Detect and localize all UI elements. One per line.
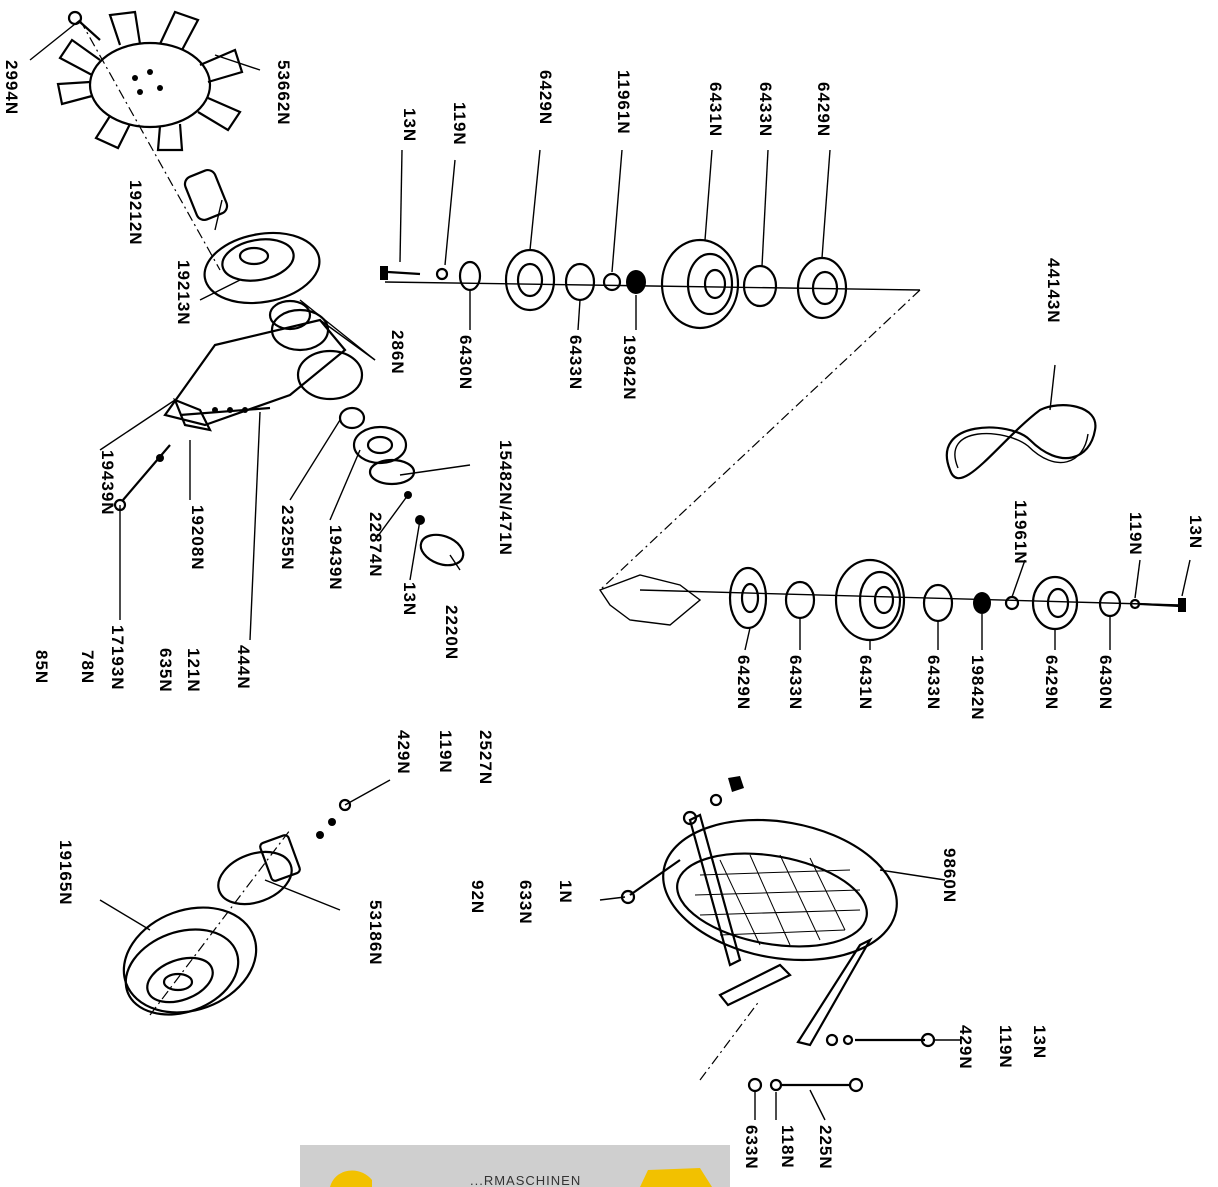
label-6429n-a: 6429N [536,70,555,125]
label-2994n: 2994N [2,60,21,115]
label-286n: 286N [388,330,407,375]
label-1n: 1N [556,880,575,904]
label-429n-a: 429N [394,730,413,775]
fan-blades [56,10,244,152]
label-6433n-d: 6433N [924,655,943,710]
label-6429n-b: 6429N [814,82,833,137]
label-19842n-a: 19842N [620,335,639,401]
label-444n: 444N [234,645,253,690]
tensioner-arm [113,299,364,512]
label-225n: 225N [816,1125,835,1170]
label-2527n: 2527N [476,730,495,785]
label-19208n: 19208N [188,505,207,571]
label-15482n-471n: 15482N/471N [496,440,515,556]
label-119n-b: 119N [1126,512,1145,556]
label-429n-b: 429N [956,1025,975,1070]
label-53186n: 53186N [366,900,385,966]
label-119n-a: 119N [450,102,469,146]
label-13n-b: 13N [400,108,419,142]
label-633n-a: 633N [516,880,535,925]
label-633n-b: 633N [742,1125,761,1170]
label-13n-c: 13N [1186,515,1205,549]
label-92n: 92N [468,880,487,914]
label-6430n-a: 6430N [456,335,475,390]
label-6433n-c: 6433N [786,655,805,710]
banner-text: ...RMASCHINEN [470,1173,581,1187]
label-19439n-b: 19439N [326,525,345,591]
label-19213n: 19213N [174,260,193,326]
fan-assembly [56,10,244,271]
label-121n-a: 121N [184,648,203,693]
label-17193n: 17193N [108,625,127,691]
label-11961n-a: 11961N [614,70,633,135]
label-19212n: 19212N [126,180,145,246]
label-6431n-a: 6431N [706,82,725,137]
label-6431n-b: 6431N [856,655,875,710]
shaft-and-pulley [183,168,321,305]
bottom-roller-assembly [598,558,1186,642]
label-22874n: 22874N [366,512,385,578]
bolt-2994n [67,10,83,26]
label-44143n: 44143N [1044,258,1063,324]
label-13n-a: 13N [400,582,419,616]
label-6429n-d: 6429N [1042,655,1061,710]
label-19165n: 19165N [56,840,75,906]
label-118n: 118N [778,1125,797,1169]
idler-stack [338,406,465,567]
label-13n-d: 13N [1030,1025,1049,1059]
label-119n-c: 119N [436,730,455,774]
label-78n: 78N [78,650,97,684]
label-119n-d: 119N [996,1025,1015,1069]
top-roller-assembly [380,238,921,330]
label-53662n: 53662N [274,60,293,126]
label-6433n-b: 6433N [566,335,585,390]
label-23255n: 23255N [278,505,297,571]
watermark-banner: ...RMASCHINEN [300,1145,730,1187]
label-85n: 85N [32,650,51,684]
label-6429n-c: 6429N [734,655,753,710]
leader-lines [29,19,1191,1121]
label-19439n-a: 19439N [98,450,117,516]
label-19842n-b: 19842N [968,655,987,721]
label-9860n: 9860N [940,848,959,903]
label-11961n-b: 11961N [1011,500,1030,565]
part-labels: 2994N 53662N 19212N 19213N 286N 19439N 1… [2,60,1205,1170]
motor-pulley-assembly [122,798,352,1016]
label-2220n: 2220N [442,605,461,660]
belt-44143n [945,404,1097,479]
label-635n: 635N [156,648,175,693]
grill-guard-assembly [620,776,936,1093]
label-6433n-a: 6433N [756,82,775,137]
label-6430n-b: 6430N [1096,655,1115,710]
